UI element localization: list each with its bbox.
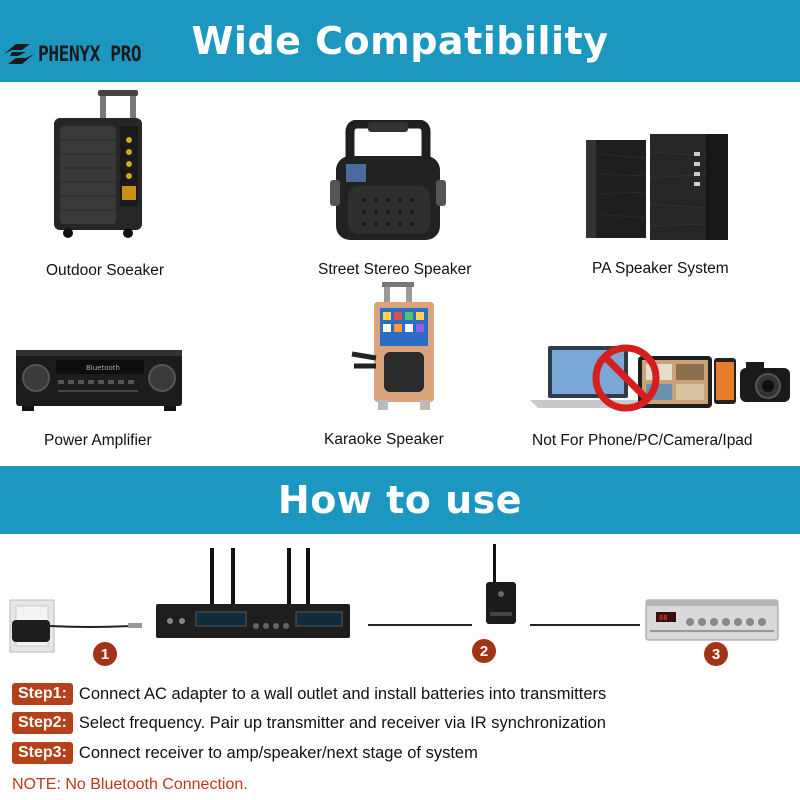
step-text: Connect AC adapter to a wall outlet and … [78,684,607,703]
bluetooth-note: NOTE: No Bluetooth Connection. [12,776,248,793]
step-row-3: Step3: Connect receiver to amp/speaker/n… [12,742,478,764]
compatibility-title: Wide Compatibility [191,19,609,63]
product-label-pa: PA Speaker System [592,260,729,277]
pa-speaker-icon [586,134,728,240]
brand-logo: PHENYX PRO [2,40,159,68]
connection-diagram: 88 [9,544,779,653]
step-marker-1: 1 [93,642,117,666]
product-label-karaoke: Karaoke Speaker [324,431,444,448]
brand-name: PHENYX PRO [38,42,142,66]
how-to-use-banner: How to use [0,466,800,534]
product-label-outdoor: Outdoor Soeaker [46,262,165,279]
step-badge: Step2: [12,712,73,734]
power-amplifier-icon: Bluetooth [16,350,182,411]
how-to-use-section: 88 1 2 3 [0,534,800,800]
product-label-amplifier: Power Amplifier [44,432,152,449]
step-marker-2: 2 [472,639,496,663]
product-label-not-for: Not For Phone/PC/Camera/Ipad [532,432,753,449]
step-marker-3: 3 [704,642,728,666]
step-row-2: Step2: Select frequency. Pair up transmi… [12,712,606,734]
outdoor-speaker-icon [54,90,142,238]
compatibility-section: Outdoor Soeaker Street Stereo Speaker PA… [0,82,800,466]
karaoke-speaker-icon [351,282,434,410]
step-row-1: Step1: Connect AC adapter to a wall outl… [12,683,606,705]
transmitter-icon [486,544,516,624]
stage-amplifier-icon: 88 [645,599,779,641]
step-text: Select frequency. Pair up transmitter an… [78,713,606,732]
product-label-street: Street Stereo Speaker [318,261,472,278]
step-badge: Step1: [12,683,73,705]
phenyx-logo-icon [4,44,34,64]
receiver-icon [156,548,350,638]
compatibility-banner: Wide Compatibility [0,0,800,82]
svg-text:88: 88 [659,614,667,622]
adapter-cable [49,625,133,628]
step-badge: Step3: [12,742,73,764]
wall-outlet-icon [9,599,55,653]
prohibited-devices-icon [530,344,790,412]
amp-display-text: Bluetooth [86,364,120,372]
step-text: Connect receiver to amp/speaker/next sta… [78,743,478,762]
how-to-use-title: How to use [277,478,523,522]
street-speaker-icon [330,120,446,240]
